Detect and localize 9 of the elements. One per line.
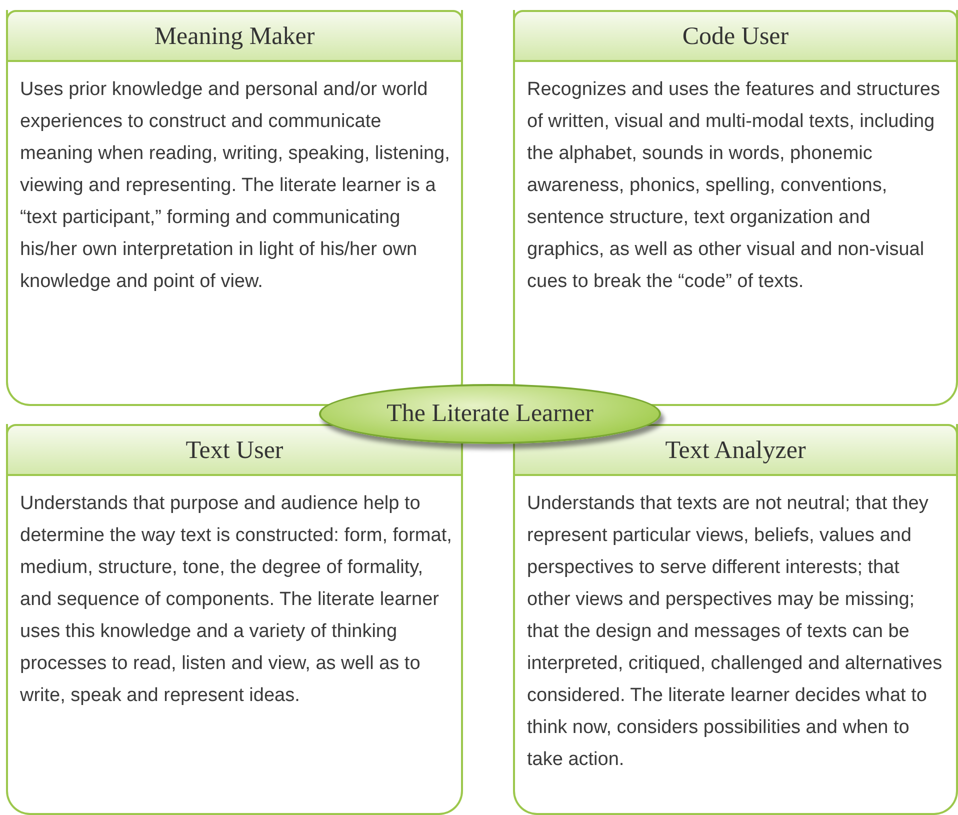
quadrant-panel <box>513 424 958 815</box>
panel-heading: Meaning Maker <box>6 10 463 62</box>
panel-description: Uses prior knowledge and personal and/or world experiences to construct and communicate meaning when reading, writing, speaking, listening, viewing and representing. The literate learner is a “text participant,” forming and communicating his/her own interpretation in light of his/her own knowledge and point of view. <box>20 78 451 294</box>
panel-description: Understands that texts are not neutral; that they represent particular views, beliefs, values and perspectives to serve different interests; that other views and perspectives may be missing; that the design and messages of texts can be interpreted, critiqued, challenged and alternatives considered. The literate learner decides what to think now, considers possibilities and when to take action. <box>527 492 944 772</box>
panel-heading: Code User <box>513 10 958 62</box>
panel-description: Recognizes and uses the features and structures of written, visual and multi-modal texts, including the alphabet, sounds in words, phonemic awareness, phonics, spelling, conventions, sentence structure, text organization and graphics, as well as other visual and non-visual cues to break the “code” of texts. <box>527 78 941 294</box>
quadrant-panel <box>513 10 958 406</box>
panel-description: Understands that purpose and audience help to determine the way text is constructed: form, format, medium, structure, tone, the degree of formality, and sequence of components. The literate learner uses this knowledge and a variety of thinking processes to read, listen and view, as well as to write, speak and represent ideas. <box>20 492 453 708</box>
quadrant-panel <box>6 424 463 815</box>
